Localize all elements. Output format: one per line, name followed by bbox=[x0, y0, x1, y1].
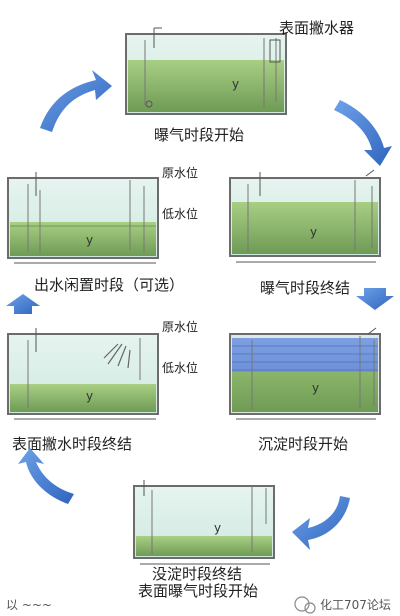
tank1-marker: y bbox=[232, 77, 239, 91]
tank3-marker: y bbox=[312, 381, 319, 395]
tank4-marker: y bbox=[214, 521, 221, 535]
watermark-left: 以 ~~~ bbox=[6, 598, 52, 612]
caption-idle: 出水闲置时段（可选） bbox=[34, 276, 184, 294]
tank-idle: y bbox=[7, 172, 159, 264]
tank-aeration-end: y bbox=[229, 169, 381, 263]
arrow-left-middle bbox=[6, 294, 40, 314]
tank2-marker: y bbox=[310, 225, 317, 239]
caption-settling-end-line1: 没淀时段终结 bbox=[152, 565, 242, 583]
level-high-label-upper: 原水位 bbox=[162, 165, 198, 180]
skimmer-label: 表面撇水器 bbox=[279, 19, 354, 37]
arrow-top-right bbox=[334, 100, 392, 166]
tank5-marker: y bbox=[86, 389, 93, 403]
watermark-right: 化工707论坛 bbox=[294, 596, 391, 614]
level-low-label-lower: 低水位 bbox=[162, 360, 198, 375]
caption-aeration-start: 曝气时段开始 bbox=[154, 126, 244, 144]
tank-decant-end: y bbox=[7, 328, 159, 420]
arrow-top-left bbox=[40, 70, 112, 132]
arrow-bottom-right bbox=[292, 496, 350, 550]
caption-decant-end: 表面撇水时段终结 bbox=[12, 435, 132, 453]
caption-aeration-end: 曝气时段终结 bbox=[260, 279, 350, 297]
wechat-icon bbox=[294, 596, 310, 612]
arrow-right-middle bbox=[356, 288, 394, 310]
caption-settling-end-line2: 表面曝气时段开始 bbox=[138, 582, 258, 600]
arrow-bottom-left bbox=[18, 448, 74, 504]
tank-aeration-start: y bbox=[125, 27, 287, 115]
watermark-right-text: 化工707论坛 bbox=[320, 598, 391, 612]
tank-settling-start: y bbox=[229, 327, 381, 420]
level-low-label-upper: 低水位 bbox=[162, 206, 198, 221]
tank6-marker: y bbox=[86, 233, 93, 247]
tank-settling-end: y bbox=[133, 480, 275, 565]
level-high-label-lower: 原水位 bbox=[162, 319, 198, 334]
caption-settling-start: 沉淀时段开始 bbox=[258, 435, 348, 453]
